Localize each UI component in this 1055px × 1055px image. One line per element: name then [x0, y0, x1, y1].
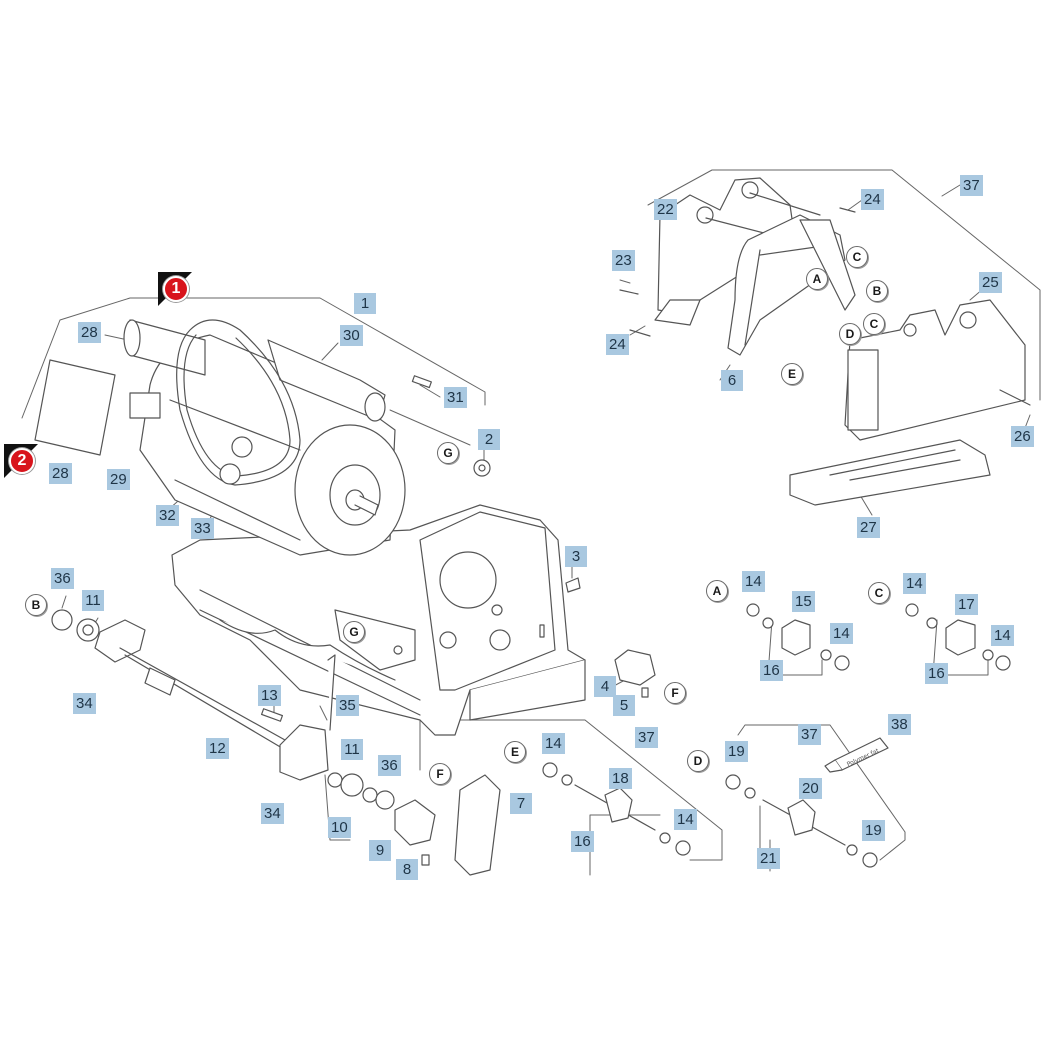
part-label-30[interactable]: 30 — [340, 325, 363, 346]
letter-C-lower: C — [868, 582, 890, 604]
letter-D-upper: D — [839, 323, 861, 345]
part-label-29[interactable]: 29 — [107, 469, 130, 490]
letter-F-upper: F — [664, 682, 686, 704]
part-label-25[interactable]: 25 — [979, 272, 1002, 293]
letter-E-lower: E — [504, 741, 526, 763]
part-label-32[interactable]: 32 — [156, 505, 179, 526]
part-label-8[interactable]: 8 — [396, 859, 418, 880]
part-label-35[interactable]: 35 — [336, 695, 359, 716]
letter-A-lower: A — [706, 580, 728, 602]
part-label-16a[interactable]: 16 — [760, 660, 783, 681]
part-label-14e[interactable]: 14 — [542, 733, 565, 754]
cover-plate — [34, 359, 116, 456]
part-label-23[interactable]: 23 — [612, 250, 635, 271]
part-label-17[interactable]: 17 — [955, 594, 978, 615]
part-label-15[interactable]: 15 — [792, 591, 815, 612]
part-label-14c[interactable]: 14 — [903, 573, 926, 594]
part-label-19a[interactable]: 19 — [725, 741, 748, 762]
part-label-27[interactable]: 27 — [857, 517, 880, 538]
part-label-22[interactable]: 22 — [654, 199, 677, 220]
marker-1: 1 — [158, 272, 192, 306]
letter-E-upper: E — [781, 363, 803, 385]
part-label-14b[interactable]: 14 — [830, 623, 853, 644]
part-label-36a[interactable]: 36 — [51, 568, 74, 589]
part-label-6[interactable]: 6 — [721, 370, 743, 391]
part-label-20[interactable]: 20 — [799, 778, 822, 799]
letter-C-upper-2: C — [863, 313, 885, 335]
letter-D-lower: D — [687, 750, 709, 772]
letter-G-lower: G — [343, 621, 365, 643]
part-label-37c[interactable]: 37 — [798, 724, 821, 745]
part-label-34b[interactable]: 34 — [261, 803, 284, 824]
part-label-7[interactable]: 7 — [510, 793, 532, 814]
part-label-14f[interactable]: 14 — [674, 809, 697, 830]
part-label-24a[interactable]: 24 — [861, 189, 884, 210]
pin-and-nut — [411, 375, 581, 593]
pulley-groups — [542, 603, 1011, 868]
letter-F-lower: F — [429, 763, 451, 785]
part-label-13[interactable]: 13 — [258, 685, 281, 706]
motor — [123, 319, 406, 556]
letter-B-upper: B — [866, 280, 888, 302]
part-label-21[interactable]: 21 — [757, 848, 780, 869]
part-label-24b[interactable]: 24 — [606, 334, 629, 355]
part-label-3[interactable]: 3 — [565, 546, 587, 567]
letter-B-lower: B — [25, 594, 47, 616]
part-label-14a[interactable]: 14 — [742, 571, 765, 592]
part-label-28b[interactable]: 28 — [49, 463, 72, 484]
part-label-38[interactable]: 38 — [888, 714, 911, 735]
part-label-33[interactable]: 33 — [191, 518, 214, 539]
part-label-16b[interactable]: 16 — [925, 663, 948, 684]
part-label-11a[interactable]: 11 — [82, 590, 104, 611]
marker-1-badge: 1 — [163, 276, 189, 302]
part-label-19b[interactable]: 19 — [862, 820, 885, 841]
marker-2-badge: 2 — [9, 448, 35, 474]
letter-C-upper-1: C — [846, 246, 868, 268]
part-label-16c[interactable]: 16 — [571, 831, 594, 852]
part-label-37b[interactable]: 37 — [635, 727, 658, 748]
part-label-12[interactable]: 12 — [206, 738, 229, 759]
letter-G-upper: G — [437, 442, 459, 464]
letter-A-upper: A — [806, 268, 828, 290]
shaft-assembly — [51, 609, 656, 876]
part-label-34a[interactable]: 34 — [73, 693, 96, 714]
part-label-28a[interactable]: 28 — [78, 322, 101, 343]
part-label-1[interactable]: 1 — [354, 293, 376, 314]
marker-2: 2 — [4, 444, 38, 478]
part-label-18[interactable]: 18 — [609, 768, 632, 789]
part-label-26[interactable]: 26 — [1011, 426, 1034, 447]
part-label-9[interactable]: 9 — [369, 840, 391, 861]
part-label-36b[interactable]: 36 — [378, 755, 401, 776]
part-label-11b[interactable]: 11 — [341, 739, 363, 760]
part-label-5[interactable]: 5 — [613, 695, 635, 716]
part-label-31[interactable]: 31 — [444, 387, 467, 408]
belt-guard-assembly — [619, 177, 1031, 506]
part-label-4[interactable]: 4 — [594, 676, 616, 697]
part-label-2[interactable]: 2 — [478, 429, 500, 450]
part-label-14d[interactable]: 14 — [991, 625, 1014, 646]
part-label-37a[interactable]: 37 — [960, 175, 983, 196]
part-label-10[interactable]: 10 — [328, 817, 351, 838]
